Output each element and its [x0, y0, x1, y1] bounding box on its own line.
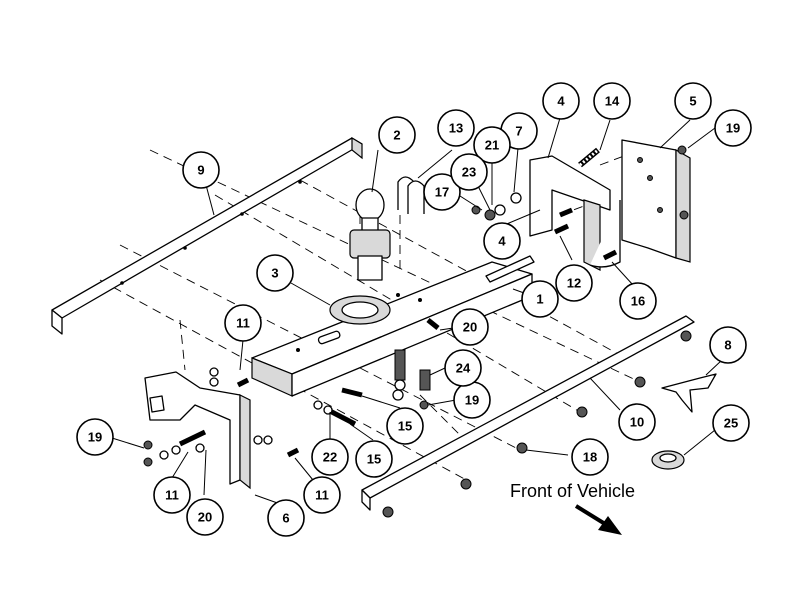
svg-text:8: 8	[724, 338, 731, 353]
svg-text:21: 21	[485, 138, 499, 153]
svg-text:11: 11	[236, 316, 250, 331]
callout-19: 19	[76, 418, 114, 456]
svg-text:18: 18	[583, 450, 597, 465]
svg-text:17: 17	[435, 185, 449, 200]
svg-text:15: 15	[398, 419, 412, 434]
svg-text:13: 13	[449, 121, 463, 136]
callout-12: 12	[555, 264, 593, 302]
svg-text:15: 15	[367, 452, 381, 467]
callout-4: 4	[542, 82, 580, 120]
callout-11: 11	[153, 476, 191, 514]
callout-5: 5	[674, 82, 712, 120]
svg-text:19: 19	[465, 393, 479, 408]
bolt-part-14	[578, 147, 600, 168]
callout-14: 14	[593, 82, 631, 120]
callouts: 1 2 3 4 4 5 6 7 8 9 10 11 11 11 12 13 14…	[76, 82, 752, 537]
callout-16: 16	[619, 282, 657, 320]
callout-9: 9	[182, 151, 220, 189]
svg-text:16: 16	[631, 294, 645, 309]
svg-text:25: 25	[724, 416, 738, 431]
clip-part-8	[661, 373, 717, 413]
callout-2: 2	[378, 116, 416, 154]
svg-text:1: 1	[536, 292, 543, 307]
svg-text:22: 22	[323, 450, 337, 465]
callout-15: 15	[355, 440, 393, 478]
svg-text:11: 11	[165, 488, 179, 503]
svg-text:11: 11	[315, 488, 329, 503]
angle-rail-part-9	[51, 136, 363, 335]
callout-11: 11	[224, 304, 262, 342]
svg-text:4: 4	[557, 94, 565, 109]
svg-text:20: 20	[198, 510, 212, 525]
bracket-part-5	[621, 139, 691, 263]
callout-24: 24	[444, 349, 482, 387]
callout-15: 15	[386, 407, 424, 445]
callout-22: 22	[311, 438, 349, 476]
svg-text:3: 3	[271, 266, 278, 281]
svg-text:7: 7	[515, 124, 522, 139]
svg-text:10: 10	[630, 415, 644, 430]
callout-25: 25	[712, 404, 750, 442]
front-direction-arrow-icon	[574, 504, 622, 535]
hitch-ball-part-2	[349, 188, 391, 281]
callout-20: 20	[451, 308, 489, 346]
callout-1: 1	[521, 280, 559, 318]
callout-23: 23	[450, 153, 488, 191]
callout-8: 8	[709, 326, 747, 364]
callout-4: 4	[483, 222, 521, 260]
side-bracket-part-6	[144, 371, 251, 490]
svg-text:4: 4	[498, 234, 506, 249]
callout-20: 20	[186, 498, 224, 536]
callout-17: 17	[423, 173, 461, 211]
svg-text:19: 19	[88, 430, 102, 445]
callout-13: 13	[437, 109, 475, 147]
slot-part-1	[485, 255, 535, 283]
cap-part-25	[651, 450, 685, 470]
svg-text:12: 12	[567, 276, 581, 291]
callout-10: 10	[618, 403, 656, 441]
callout-19: 19	[714, 109, 752, 147]
svg-text:20: 20	[463, 320, 477, 335]
svg-text:9: 9	[197, 163, 204, 178]
callout-3: 3	[256, 254, 294, 292]
svg-text:23: 23	[462, 165, 476, 180]
callout-6: 6	[267, 499, 305, 537]
svg-text:2: 2	[393, 128, 400, 143]
front-of-vehicle-label: Front of Vehicle	[510, 481, 635, 501]
callout-21: 21	[473, 126, 511, 164]
svg-text:6: 6	[282, 511, 289, 526]
svg-text:19: 19	[726, 121, 740, 136]
callout-19: 19	[453, 381, 491, 419]
svg-text:5: 5	[689, 94, 696, 109]
callout-11: 11	[303, 476, 341, 514]
callout-18: 18	[571, 438, 609, 476]
u-bolt-part-13	[397, 176, 425, 214]
svg-text:24: 24	[456, 361, 471, 376]
angle-rail-part-10	[361, 315, 695, 511]
svg-text:14: 14	[605, 94, 620, 109]
bracket-part-4	[529, 155, 621, 271]
